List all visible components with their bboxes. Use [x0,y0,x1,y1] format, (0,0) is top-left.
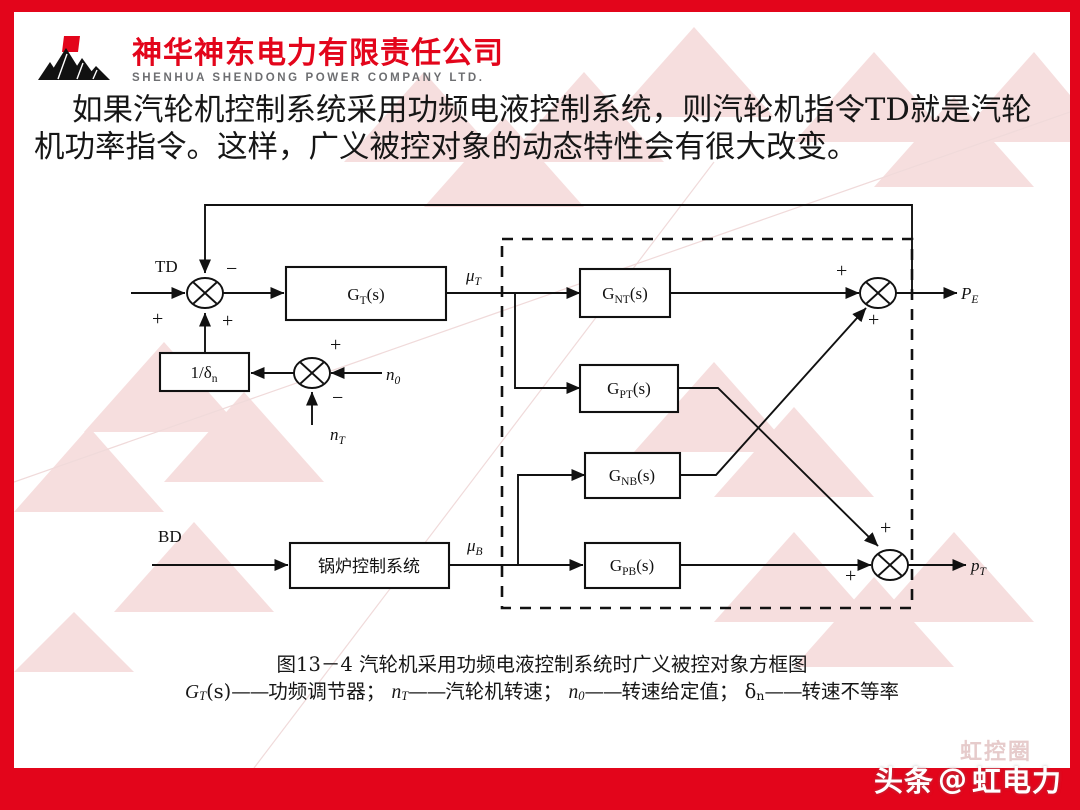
sign-sum2-minus: − [332,387,343,409]
sign-sum1-plus-in: + [152,308,163,330]
summing-junction-2 [293,357,331,389]
label-td: TD [155,257,178,276]
sign-sum3-plus-bot: + [868,309,879,331]
summing-junction-1 [186,277,224,309]
figure-caption-title: 图13－4 汽轮机采用功频电液控制系统时广义被控对象方框图 [276,653,808,676]
legend-item-n0: n0——转速给定值； [568,680,739,703]
sign-sum4-plus-bot: + [845,565,856,587]
label-pe: PE [960,284,978,306]
block-boiler-label: 锅炉控制系统 [318,557,420,577]
watermark-at-symbol: @ [937,762,968,796]
label-mu-b: μB [466,536,483,558]
label-n0: n0 [386,365,401,387]
block-inv-label: 1/δn [191,363,218,385]
gnb-to-sum3-cross [680,307,867,476]
generalized-plant-boundary [500,237,914,610]
company-name-en: SHENHUA SHENDONG POWER COMPANY LTD. [132,71,485,84]
label-nt: nT [330,425,347,447]
faint-watermark: 虹控圈 [959,740,1032,765]
label-bd: BD [158,527,182,546]
bottom-accent-bar [0,768,1080,810]
toutiao-watermark: 头条 @ 虹电力 [874,758,1062,800]
block-gnt-label: GNT(s) [602,284,648,306]
figure-caption: 图13－4 汽轮机采用功频电液控制系统时广义被控对象方框图 GT(s)——功频调… [14,652,1070,709]
block-gnb-label: GNB(s) [609,466,655,488]
body-paragraph: 如果汽轮机控制系统采用功频电液控制系统，则汽轮机指令TD就是汽轮机功率指令。这样… [34,93,1032,165]
block-gpt-label: GPT(s) [607,379,651,401]
mub-branch-to-gnb [517,468,586,565]
legend-item-delta: δn——转速不等率 [744,680,899,703]
sign-sum1-minus: − [226,258,237,280]
summing-junction-4 [871,549,909,581]
mountain-logo-icon [38,36,110,80]
gpt-to-sum4-cross [678,387,879,547]
block-gnt [578,267,672,319]
right-accent-bar [1070,0,1080,810]
left-accent-bar [0,0,14,810]
watermark-main-text: 头条 [873,764,934,798]
sign-sum3-plus-top: + [836,260,847,282]
label-pt: pT [970,556,988,578]
summing-junction-3 [859,277,897,309]
block-gpb-label: GPB(s) [610,556,654,578]
legend-item-gt: GT(s)——功频调节器； [185,680,386,703]
top-accent-bar [0,0,1080,12]
company-logo-header: 神华神东电力有限责任公司 SHENHUA SHENDONG POWER COMP… [36,28,504,84]
legend-item-nt: nT——汽轮机转速； [391,680,563,703]
mut-branch-to-gpt [514,293,581,395]
company-name-cn: 神华神东电力有限责任公司 [132,35,504,71]
block-gt-label: GT(s) [347,285,384,307]
watermark-account-name: 虹电力 [971,764,1062,798]
sign-sum2-plus: + [330,334,341,356]
sign-sum1-plus-fb: + [222,310,233,332]
figure-caption-legend: GT(s)——功频调节器； nT——汽轮机转速； n0——转速给定值； δn——… [14,679,1070,709]
label-mu-t: μT [465,266,483,288]
sign-sum4-plus-top: + [880,517,891,539]
feedback-path-pe [198,204,913,293]
